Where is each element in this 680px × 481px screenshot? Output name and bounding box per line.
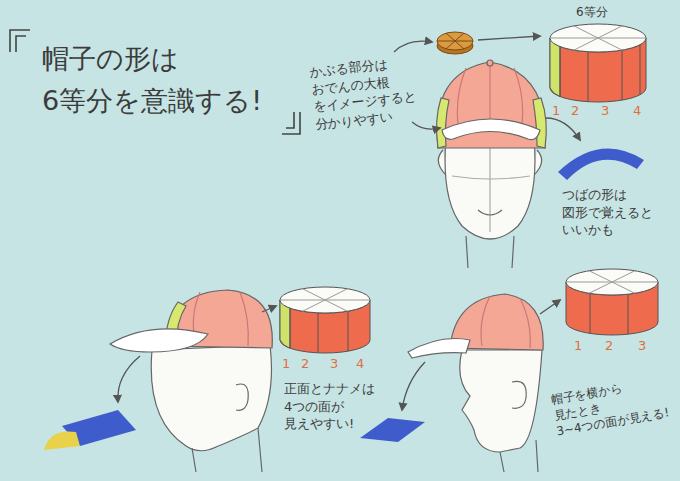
callout-number: 2 xyxy=(571,104,579,118)
illustration-part xyxy=(408,339,470,359)
illustration-part xyxy=(282,112,300,134)
illustration-part xyxy=(280,289,370,312)
illustration-part xyxy=(550,24,646,52)
title: 帽子の形は 6等分を意識する! xyxy=(42,38,262,122)
illustration-part xyxy=(44,431,80,450)
illustration-part xyxy=(437,32,473,50)
head-three-quarter xyxy=(110,290,272,472)
illustration-part xyxy=(151,345,271,451)
illustration-part xyxy=(286,112,294,128)
illustration-part xyxy=(452,145,530,232)
illustration-part xyxy=(533,98,546,148)
illustration-part xyxy=(280,287,370,313)
illustration-part xyxy=(546,118,580,140)
head-side xyxy=(408,294,543,472)
callout-number: 4 xyxy=(356,357,364,371)
brim-shape xyxy=(558,148,644,180)
illustration-part xyxy=(487,60,493,66)
daikon-icon xyxy=(437,32,473,54)
callout-number: 3 xyxy=(330,357,338,371)
callout-number: 2 xyxy=(301,357,309,371)
illustration-part xyxy=(442,119,540,140)
cylinder-diagram xyxy=(550,24,646,102)
illustration-part xyxy=(512,381,526,408)
illustration-part xyxy=(478,36,540,40)
illustration-part xyxy=(262,306,276,312)
callout-number: 4 xyxy=(633,104,641,118)
brim-shape xyxy=(44,410,136,450)
illustration-part xyxy=(558,148,644,180)
illustration-part xyxy=(437,33,473,49)
illustration-part xyxy=(550,26,646,50)
illustration-part xyxy=(566,269,658,295)
callout-number: 2 xyxy=(605,339,613,353)
note-text: 6等分 xyxy=(576,4,608,20)
illustration-part xyxy=(457,62,522,124)
illustration-part xyxy=(550,38,560,97)
note-text: かぶる部分は おでんの大根 をイメージすると 分かりやすい xyxy=(309,53,420,134)
illustration-part xyxy=(118,356,140,402)
illustration-part xyxy=(360,418,425,442)
illustration-part xyxy=(500,440,538,472)
corner-bracket xyxy=(10,30,300,134)
illustration-part xyxy=(16,36,26,52)
callout-number: 3 xyxy=(638,339,646,353)
callout-number: 1 xyxy=(552,104,560,118)
illustration-part xyxy=(590,293,628,334)
illustration-part xyxy=(110,329,208,352)
callout-number: 1 xyxy=(574,339,582,353)
illustration-part xyxy=(402,362,425,410)
note-text: 正面とナナメは 4つの面が 見えやすい! xyxy=(284,380,375,433)
note-text: 帽子を横から 見たとき 3~4つの面が見える! xyxy=(550,372,671,440)
illustration-part xyxy=(466,236,514,268)
note-text: つばの形は 図形で覚えると いいかも xyxy=(562,186,653,239)
illustration-part xyxy=(236,384,248,410)
illustration-part xyxy=(437,62,545,148)
illustration-part xyxy=(192,428,262,472)
illustration-part xyxy=(445,138,535,239)
illustration-part xyxy=(566,271,658,294)
illustration-part xyxy=(460,350,542,452)
head-front xyxy=(437,60,547,268)
illustration-part xyxy=(481,296,530,348)
illustration-part xyxy=(478,210,502,215)
callout-number: 3 xyxy=(601,104,609,118)
illustration-part xyxy=(540,300,560,314)
callout-number: 1 xyxy=(282,357,290,371)
illustration-part xyxy=(394,41,432,52)
illustration-part xyxy=(412,122,440,129)
illustration-part xyxy=(437,98,449,148)
illustration-part xyxy=(290,308,348,353)
illustration-part xyxy=(560,45,640,102)
cylinder-diagram xyxy=(566,269,658,335)
brim-shape xyxy=(360,418,425,442)
cylinder-diagram xyxy=(280,287,370,353)
illustration-part xyxy=(10,30,30,52)
